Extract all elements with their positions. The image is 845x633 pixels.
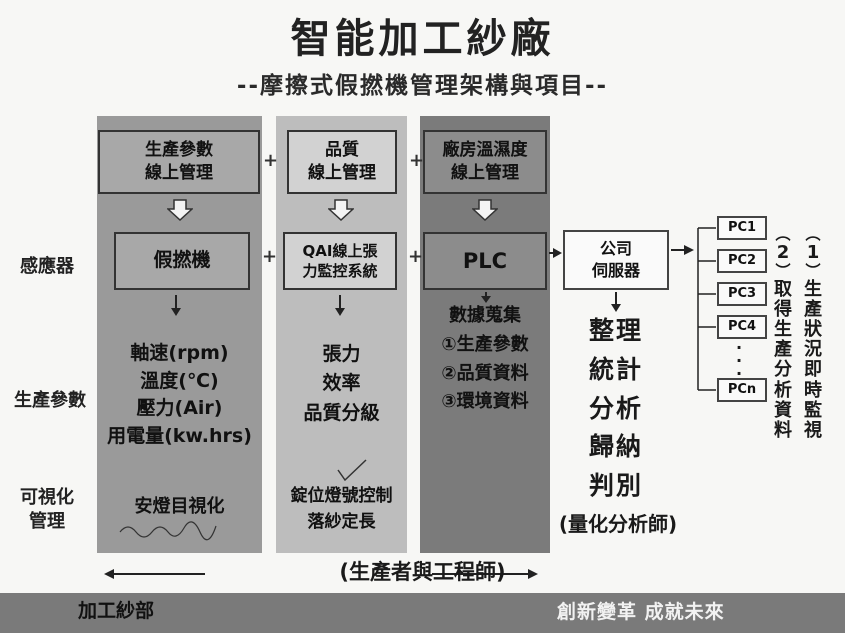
bottom-role-row: (生產者與工程師) — [0, 556, 845, 586]
footer-slogan: 創新變革 成就未來 — [557, 601, 725, 623]
vertical-char: 生 — [774, 319, 792, 341]
vertical-char: 得 — [774, 298, 792, 320]
data-collection-list: 數據蒐集 ①生產參數 ②品質資料 ③環境資料 — [418, 302, 552, 417]
box-quality-online: 品質線上管理 — [287, 130, 397, 194]
box-production-params-online: 生產參數線上管理 — [98, 130, 260, 194]
step-summarize: 歸納 — [588, 432, 643, 462]
plus-sign-top-1: + — [263, 150, 279, 171]
page-title: 智能加工紗廠 — [290, 15, 555, 62]
vertical-char: 析 — [774, 379, 792, 401]
pc-ellipsis: ··· — [736, 338, 743, 383]
row-label-sensor: 感應器 — [20, 256, 74, 277]
step-analyze: 分析 — [588, 393, 643, 423]
vertical-char: 生 — [804, 278, 822, 300]
quality-params-list: 張力 效率 品質分級 — [276, 340, 407, 428]
pc-box-3: PC3 — [717, 282, 767, 306]
production-params-list: 軸速(rpm) 溫度(℃) 壓力(Air) 用電量(kw.hrs) — [97, 340, 262, 450]
pc-box-1: PC1 — [717, 216, 767, 240]
hollow-down-arrow-icon — [167, 199, 193, 221]
vertical-char: 產 — [804, 298, 822, 320]
role-label: (生產者與工程師) — [339, 560, 506, 584]
quant-analyst-label: (量化分析師) — [558, 512, 678, 536]
pc-box-n: PCn — [717, 378, 767, 402]
vertical-char: 料 — [774, 419, 792, 441]
step-organize: 整理 — [588, 316, 643, 345]
footer-department: 加工紗部 — [78, 600, 155, 622]
plus-sign-mid-2: + — [408, 246, 424, 267]
param-temperature: 溫度(℃) — [140, 369, 219, 392]
andon-visualization: 安燈目視化 — [134, 496, 225, 517]
row-label-production-params: 生產參數 — [14, 390, 86, 411]
pc-box-4: PC4 — [717, 315, 767, 339]
param-spindle-speed: 軸速(rpm) — [130, 342, 229, 364]
data-item-quality: ②品質資料 — [441, 362, 529, 384]
pc-box-2: PC2 — [717, 249, 767, 273]
box-qai-tension-monitoring: QAI線上張力監控系統 — [283, 232, 397, 290]
vertical-char: 即 — [804, 359, 822, 381]
data-item-environment: ③環境資料 — [441, 391, 529, 413]
box-plc: PLC — [423, 232, 547, 290]
vertical-char: 況 — [804, 339, 822, 361]
page-subtitle: --摩擦式假撚機管理架構與項目-- — [236, 73, 609, 99]
vertical-char: 視 — [804, 419, 822, 441]
step-judge: 判別 — [588, 471, 643, 500]
box-false-twist-machine: 假撚機 — [114, 232, 250, 290]
analysis-steps: 整理 統計 分析 歸納 判別 — [560, 312, 672, 506]
vertical-char: 產 — [774, 339, 792, 361]
note-realtime-monitoring: ︵ 1 ︶ 生產狀況即時監視 — [800, 226, 826, 441]
param-pressure: 壓力(Air) — [136, 397, 223, 420]
param-quality-grade: 品質分級 — [303, 401, 380, 424]
vertical-char: 取 — [774, 278, 792, 300]
note-production-analysis-data: ︵ 2 ︶ 取得生產分析資料 — [770, 226, 796, 441]
box-company-server: 公司伺服器 — [563, 230, 669, 290]
vertical-note-text: 生產狀況即時監視 — [800, 278, 826, 441]
vertical-note-text: 取得生產分析資料 — [770, 278, 796, 441]
hollow-down-arrow-icon — [472, 199, 498, 221]
vertical-char: 狀 — [804, 319, 822, 341]
vertical-char: 分 — [774, 359, 792, 381]
spindle-light-control: 錠位燈號控制 落紗定長 — [290, 486, 393, 532]
plus-sign-mid-1: + — [262, 246, 278, 267]
plus-sign-top-2: + — [409, 150, 425, 171]
param-power-usage: 用電量(kw.hrs) — [107, 424, 252, 447]
hollow-down-arrow-icon — [328, 199, 354, 221]
vertical-char: 資 — [774, 399, 792, 421]
row-label-visual-management: 可視化管理 — [20, 487, 74, 533]
vertical-char: 時 — [804, 379, 822, 401]
param-tension: 張力 — [322, 343, 361, 365]
step-statistics: 統計 — [588, 354, 643, 384]
data-item-production: ①生產參數 — [441, 333, 529, 355]
footer-bar — [0, 593, 845, 633]
param-efficiency: 效率 — [322, 372, 361, 395]
vertical-char: 監 — [804, 399, 822, 421]
data-collection-title: 數據蒐集 — [449, 305, 521, 326]
box-plant-temp-humidity-online: 廠房溫濕度線上管理 — [423, 130, 547, 194]
